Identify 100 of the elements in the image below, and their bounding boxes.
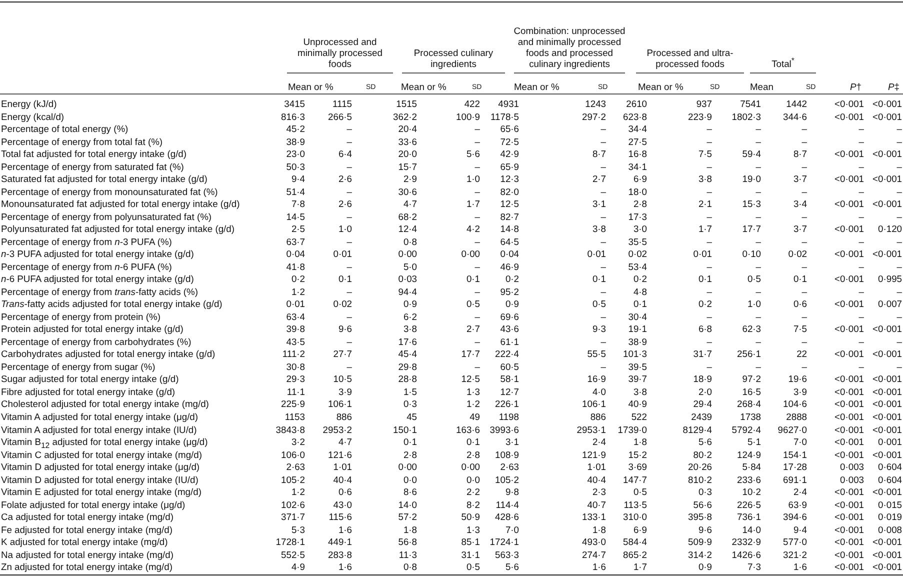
table-cell: – (802, 286, 807, 297)
table-cell: <0·001 (834, 173, 864, 184)
table-cell: – (802, 160, 807, 172)
table-cell: 12·4 (398, 223, 417, 234)
row-label: Polyunsaturated fat adjusted for total energy intake (g/d) (1, 223, 234, 234)
table-cell: 5·3 (291, 524, 305, 535)
table-cell: 1153 (284, 411, 305, 422)
table-cell: 0·02 (628, 248, 647, 260)
table-cell: – (600, 236, 606, 247)
table-cell: 82·0 (500, 186, 519, 197)
table-cell: – (706, 360, 712, 372)
table-cell: 7·5 (793, 323, 807, 334)
row-label: Vitamin A adjusted for total energy intake (μg/d) (1, 411, 198, 422)
row-label: Percentage of energy from sugar (%) (1, 360, 156, 372)
table-cell: – (802, 310, 807, 322)
table-cell: 816·3 (281, 110, 305, 122)
table-cell: 0·008 (878, 524, 902, 535)
table-cell: 30·6 (398, 186, 417, 197)
table-cell: <0·001 (872, 536, 902, 548)
table-cell: 5·6 (698, 436, 712, 448)
table-cell: 56·6 (693, 498, 712, 510)
table-cell: – (896, 336, 902, 347)
table-cell: – (756, 286, 761, 297)
table-cell: – (474, 236, 480, 247)
table-cell: 0·2 (505, 273, 519, 284)
table-cell: 163·6 (456, 424, 480, 435)
table-cell: – (756, 123, 761, 134)
table-cell: 0·995 (878, 273, 902, 284)
table-cell: 297·2 (582, 110, 606, 122)
row-label: Percentage of energy from carbohydrates (%) (1, 336, 192, 347)
table-cell: 509·9 (688, 536, 712, 548)
table-cell: 3·1 (505, 436, 519, 448)
table-cell: <0·001 (872, 323, 902, 334)
table-cell: 19·1 (628, 323, 647, 334)
table-cell: 50·9 (461, 511, 480, 522)
table-cell: 266·5 (328, 110, 352, 122)
table-cell: 0·1 (793, 273, 807, 284)
table-cell: – (706, 286, 712, 297)
table-cell: – (600, 286, 606, 297)
table-cell: 2·6 (338, 198, 352, 210)
table-cell: 0·007 (878, 298, 902, 310)
table-cell: – (896, 210, 902, 222)
table-cell: – (474, 123, 480, 134)
table-cell: 9·4 (291, 173, 305, 184)
table-cell: 0·04 (500, 248, 519, 260)
table-cell: <0·001 (834, 448, 864, 460)
table-cell: 106·0 (281, 448, 305, 460)
table-cell: 0·01 (286, 298, 305, 310)
table-cell: 56·8 (398, 536, 417, 548)
table-cell: 61·1 (500, 336, 519, 347)
table-cell: 27·7 (333, 348, 352, 360)
table-cell: <0·001 (872, 548, 902, 560)
table-cell: 34·4 (628, 123, 647, 134)
table-cell: 0·1 (698, 273, 712, 284)
table-cell: 69·6 (500, 310, 519, 322)
table-cell: <0·001 (834, 386, 864, 397)
table-cell: <0·001 (872, 448, 902, 460)
table-cell: 584·4 (623, 536, 647, 548)
table-cell: 17·6 (398, 336, 417, 347)
table-cell: – (706, 123, 712, 134)
table-cell: 65·9 (500, 160, 519, 172)
table-cell: – (474, 310, 480, 322)
table-cell: 2439 (691, 411, 712, 422)
table-cell: 62·3 (742, 323, 761, 334)
table-cell: 223·9 (688, 110, 712, 122)
table-cell: 0·04 (286, 248, 305, 260)
table-cell: 94·4 (398, 286, 417, 297)
column-header: Mean or % (401, 81, 446, 92)
table-cell: 1724·1 (490, 536, 519, 548)
table-cell: – (802, 236, 807, 247)
table-cell: 0·015 (878, 498, 902, 510)
table-cell: 256·1 (737, 348, 761, 360)
table-cell: 0·9 (505, 298, 519, 310)
table-cell: 34·1 (628, 160, 647, 172)
row-label: Zn adjusted for total energy intake (mg/d) (1, 561, 172, 572)
table-cell: 105·2 (495, 474, 519, 485)
table-cell: – (346, 260, 352, 272)
table-cell: 4·2 (466, 223, 480, 234)
table-cell: 2·8 (466, 448, 480, 460)
table-cell: – (858, 236, 864, 247)
table-cell: 31·7 (693, 348, 712, 360)
row-label: n-3 PUFA adjusted for total energy intake (g/d) (1, 248, 194, 260)
table-cell: 7·3 (747, 561, 761, 572)
table-cell: <0·001 (872, 486, 902, 498)
table-cell: 1·01 (587, 461, 606, 472)
table-cell: 225·9 (281, 398, 305, 410)
table-cell: 4·0 (592, 386, 606, 397)
table-cell: <0·001 (834, 486, 864, 498)
table-cell: 20·0 (398, 148, 417, 160)
table-cell: 1738 (740, 411, 761, 422)
table-cell: <0·001 (872, 411, 902, 422)
table-cell: 1442 (786, 98, 807, 109)
table-cell: 121·9 (582, 448, 606, 460)
table-cell: 422 (464, 98, 480, 109)
table-cell: 3·4 (793, 198, 807, 210)
table-cell: – (600, 210, 606, 222)
row-label: Vitamin D adjusted for total energy intake (μg/d) (1, 461, 200, 472)
table-cell: <0·001 (834, 223, 864, 234)
table-cell: 20·26 (688, 461, 712, 472)
table-cell: 2610 (626, 98, 647, 109)
